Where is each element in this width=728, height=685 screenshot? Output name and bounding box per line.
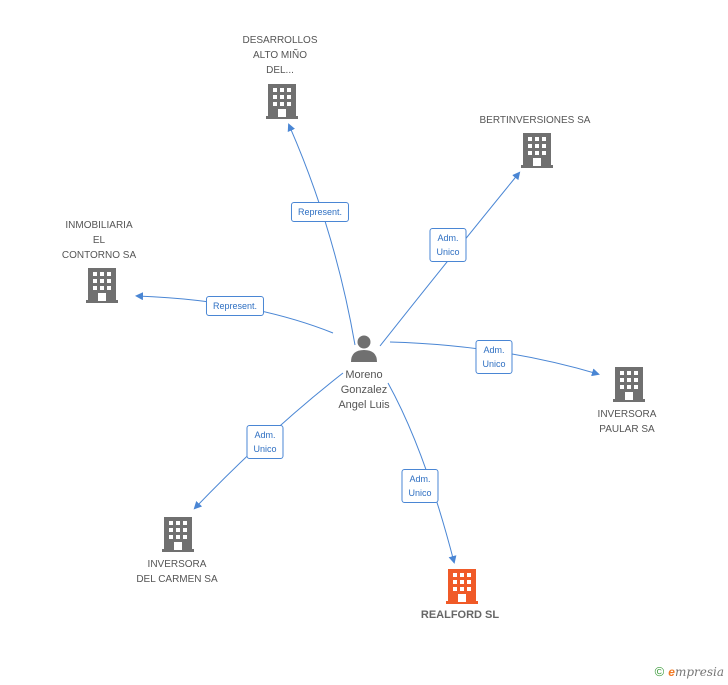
empresia-logo: empresia [668,664,724,679]
footer-brand: © empresia [655,664,724,679]
building-icon [86,268,118,303]
node-paular-label[interactable]: INVERSORA PAULAR SA [597,409,657,435]
edge-label-paular: Adm. Unico [475,340,513,374]
node-carmen-label[interactable]: INVERSORA DEL CARMEN SA [136,559,218,585]
node-bertinversiones-label[interactable]: BERTINVERSIONES SA [479,115,591,126]
node-realford-label[interactable]: REALFORD SL [420,609,500,621]
node-carmen[interactable] [162,517,194,558]
copyright-icon: © [654,664,665,679]
edge-desarrollos [287,123,356,346]
node-desarrollos-label[interactable]: DESARROLLOS ALTO MIÑO DEL... [242,35,318,76]
node-inmobiliaria[interactable] [86,268,118,309]
edge-label-carmen: Adm. Unico [246,425,284,459]
center-person-name[interactable]: Moreno Gonzalez Angel Luis [338,369,390,411]
edge-label-bertinversiones: Adm. Unico [429,228,467,262]
node-bertinversiones[interactable] [521,133,553,174]
node-realford[interactable] [446,569,478,610]
edge-bertinversiones [379,171,521,347]
node-paular[interactable] [613,367,645,408]
building-icon [162,517,194,552]
center-person-node[interactable] [349,333,379,368]
building-icon [266,84,298,119]
building-icon [613,367,645,402]
edge-realford [387,382,457,564]
building-icon [446,569,478,604]
node-desarrollos[interactable] [266,84,298,125]
edge-label-desarrollos: Represent. [290,202,350,222]
node-inmobiliaria-label[interactable]: INMOBILIARIA EL CONTORNO SA [61,220,137,261]
building-icon [521,133,553,168]
edge-label-inmobiliaria: Represent. [205,296,265,316]
edge-label-realford: Adm. Unico [401,469,439,503]
person-icon [351,335,377,362]
